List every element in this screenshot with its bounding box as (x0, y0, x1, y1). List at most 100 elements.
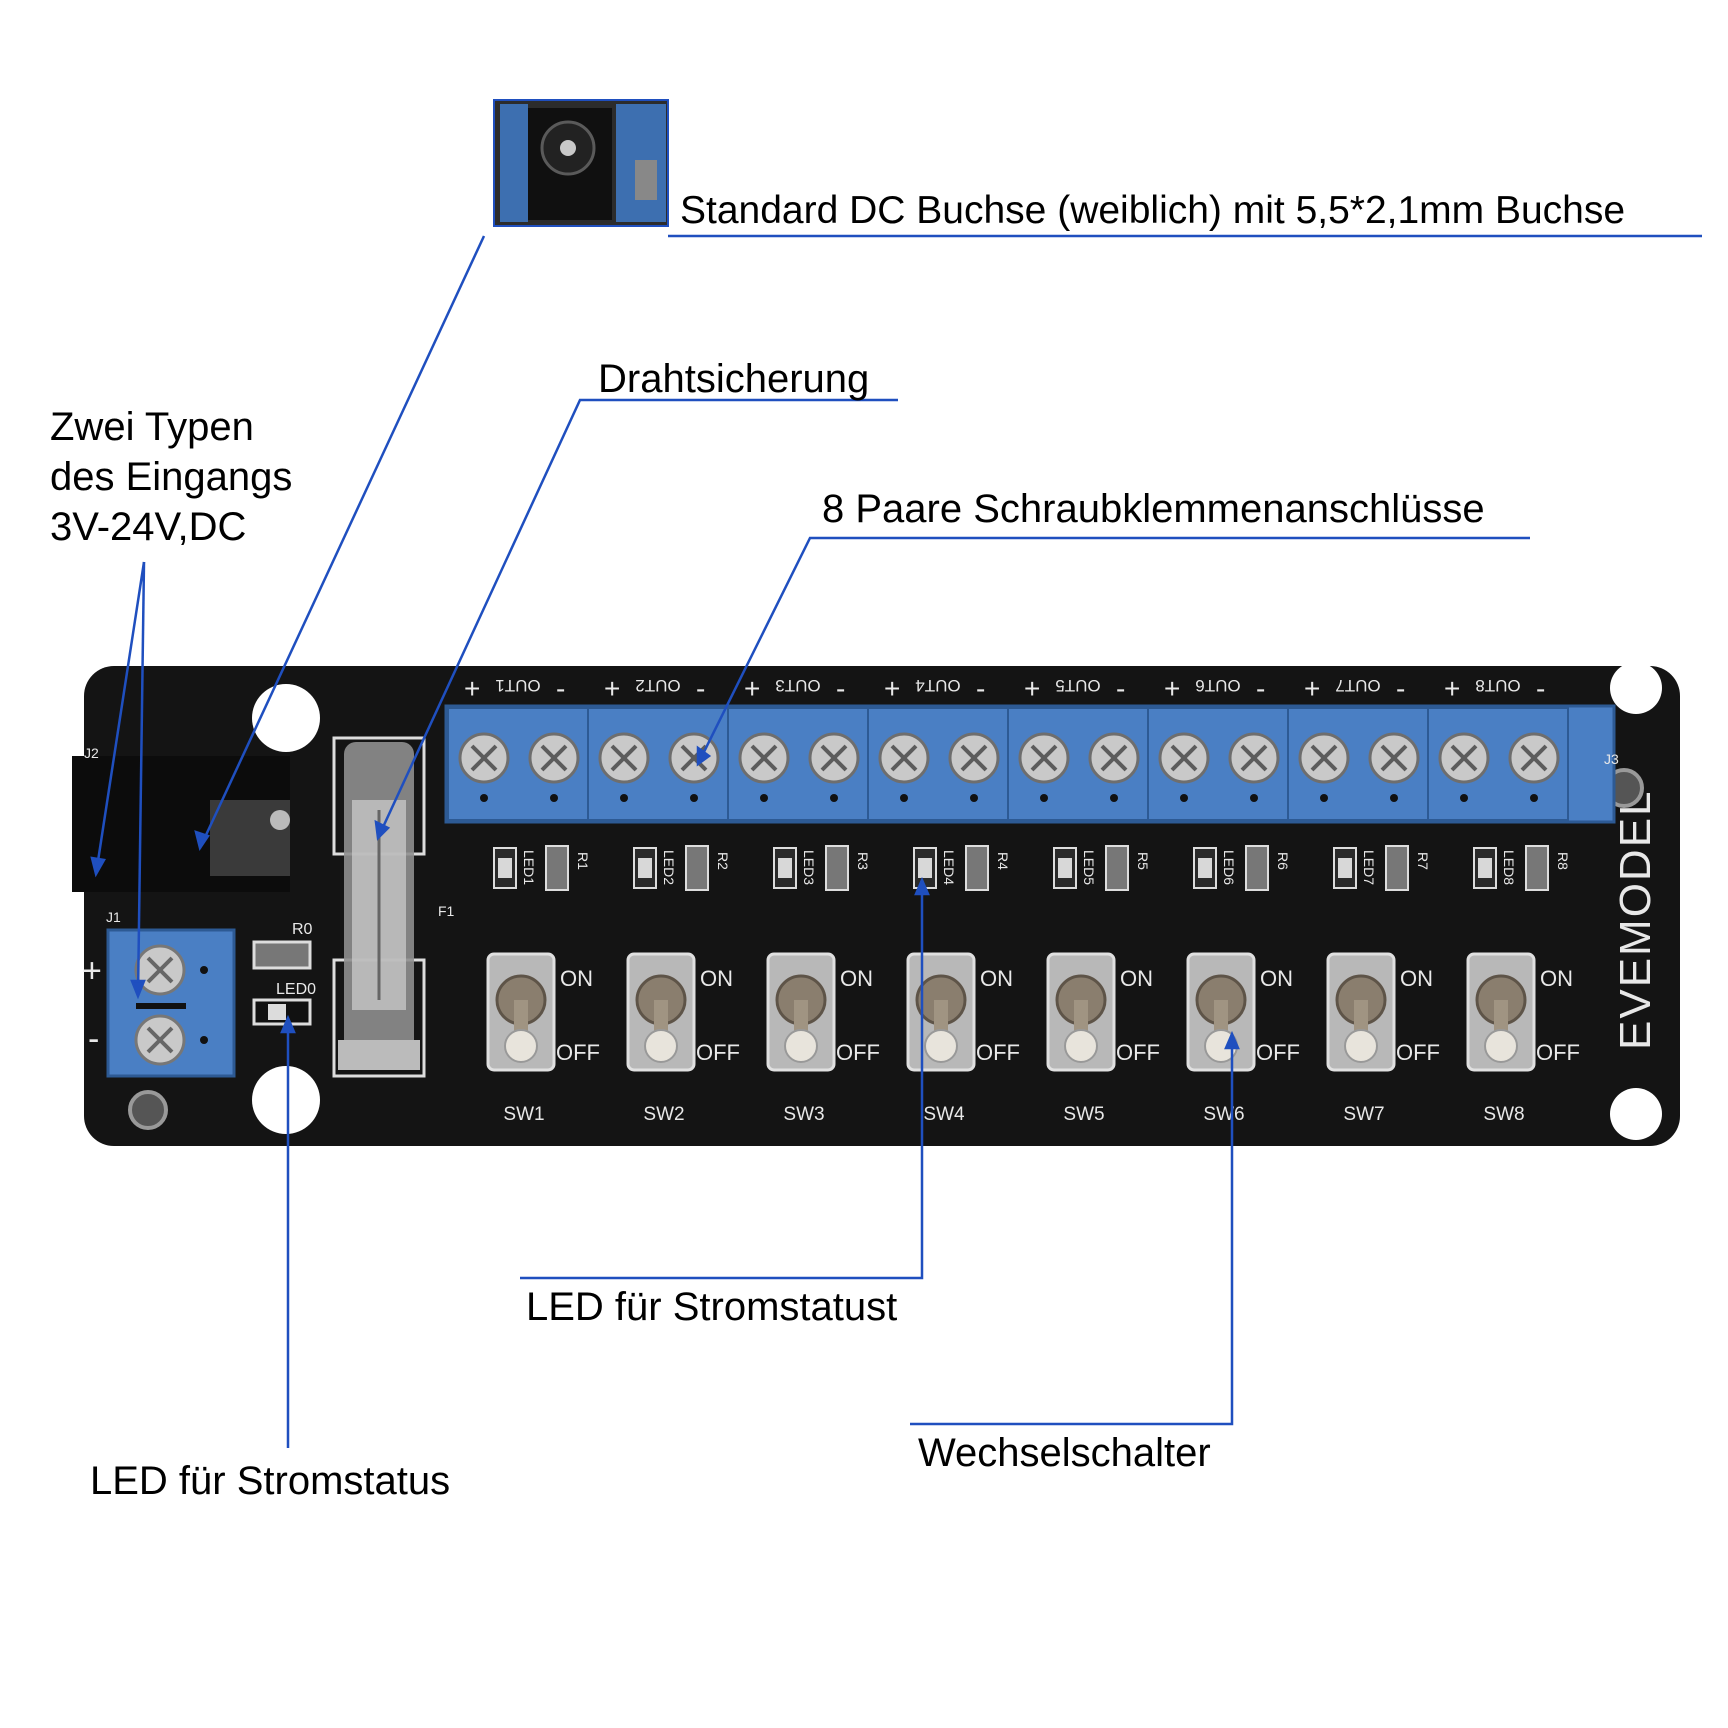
brand-label: EVEMODEL (1611, 789, 1660, 1050)
label-out-plus: + (604, 673, 620, 704)
toggle-knob (924, 1029, 958, 1063)
output-resistor (685, 845, 709, 891)
label-out-plus: + (1164, 673, 1180, 704)
output-led-chip (778, 858, 792, 878)
dc-jack-inset (493, 99, 669, 227)
label-out-minus: - (976, 673, 985, 704)
terminal-hole (550, 794, 558, 802)
label-out-minus: - (1256, 673, 1265, 704)
terminal-hole (1040, 794, 1048, 802)
terminal-screw-plus (598, 732, 650, 784)
terminal-screw-minus (528, 732, 580, 784)
label-j2: J2 (84, 745, 99, 761)
terminal-screw-plus (1018, 732, 1070, 784)
label-r0: R0 (292, 921, 313, 938)
toggle-knob (784, 1029, 818, 1063)
callout-input-line2: des Eingangs (50, 455, 293, 499)
label-on: ON (1120, 966, 1153, 991)
label-out: OUT2 (635, 676, 680, 695)
label-off: OFF (556, 1040, 600, 1065)
label-out-minus: - (556, 673, 565, 704)
label-out: OUT7 (1335, 676, 1380, 695)
label-j3: J3 (1604, 751, 1619, 767)
label-out-plus: + (1024, 673, 1040, 704)
terminal-screw-plus (738, 732, 790, 784)
toggle-knob (1064, 1029, 1098, 1063)
label-off: OFF (1396, 1040, 1440, 1065)
label-off: OFF (1256, 1040, 1300, 1065)
label-on: ON (700, 966, 733, 991)
power-led-area (252, 940, 312, 1026)
label-on: ON (980, 966, 1013, 991)
label-out: OUT4 (915, 676, 960, 695)
terminal-screw-plus (878, 732, 930, 784)
output-resistor (1525, 845, 1549, 891)
leader-led-output (520, 880, 924, 1280)
output-led-chip (1058, 858, 1072, 878)
label-out: OUT5 (1055, 676, 1100, 695)
terminal-screw-plus (1438, 732, 1490, 784)
output-resistor (965, 845, 989, 891)
label-out-minus: - (1116, 673, 1125, 704)
label-off: OFF (976, 1040, 1020, 1065)
label-out: OUT3 (775, 676, 820, 695)
label-out-minus: - (696, 673, 705, 704)
label-led: LED7 (1361, 850, 1377, 885)
label-resistor: R2 (715, 852, 731, 870)
label-out: OUT6 (1195, 676, 1240, 695)
label-off: OFF (696, 1040, 740, 1065)
label-on: ON (1540, 966, 1573, 991)
label-switch: SW3 (783, 1104, 824, 1125)
label-led: LED6 (1221, 850, 1237, 885)
terminal-screw-minus (1088, 732, 1140, 784)
callout-led-output: LED für Stromstatust (526, 1285, 898, 1329)
label-resistor: R5 (1135, 852, 1151, 870)
toggle-knob (1484, 1029, 1518, 1063)
output-resistor (1245, 845, 1269, 891)
label-minus: - (88, 1020, 99, 1058)
output-led-chip (638, 858, 652, 878)
label-on: ON (560, 966, 593, 991)
label-led: LED8 (1501, 850, 1517, 885)
label-j1: J1 (106, 909, 121, 925)
label-off: OFF (836, 1040, 880, 1065)
terminal-hole (1320, 794, 1328, 802)
label-off: OFF (1536, 1040, 1580, 1065)
terminal-hole (1530, 794, 1538, 802)
label-led: LED4 (941, 850, 957, 885)
label-resistor: R6 (1275, 852, 1291, 870)
label-out: OUT1 (495, 676, 540, 695)
leader-terminals (696, 536, 1530, 765)
output-resistor (825, 845, 849, 891)
label-on: ON (1260, 966, 1293, 991)
label-switch: SW2 (643, 1104, 684, 1125)
leader-lines (90, 234, 1702, 1448)
callout-input-line1: Zwei Typen (50, 405, 254, 449)
terminal-hole (760, 794, 768, 802)
label-switch: SW8 (1483, 1104, 1524, 1125)
label-on: ON (1400, 966, 1433, 991)
label-led: LED3 (801, 850, 817, 885)
terminal-screw-minus (948, 732, 1000, 784)
label-resistor: R3 (855, 852, 871, 870)
label-out-minus: - (1396, 673, 1405, 704)
terminal-screw-minus (808, 732, 860, 784)
leader-fuse (376, 398, 898, 839)
dc-jack (72, 756, 290, 892)
terminal-hole (1250, 794, 1258, 802)
label-out: OUT8 (1475, 676, 1520, 695)
terminal-hole (830, 794, 838, 802)
label-out-plus: + (884, 673, 900, 704)
terminal-hole (1180, 794, 1188, 802)
label-f1: F1 (438, 903, 455, 919)
label-out-minus: - (836, 673, 845, 704)
terminal-hole (480, 794, 488, 802)
label-resistor: R7 (1415, 852, 1431, 870)
label-off: OFF (1116, 1040, 1160, 1065)
label-switch: SW7 (1343, 1104, 1384, 1125)
terminal-screw-minus (1228, 732, 1280, 784)
callout-input-line3: 3V-24V,DC (50, 505, 247, 549)
terminal-hole (1110, 794, 1118, 802)
terminal-screw-plus (1298, 732, 1350, 784)
